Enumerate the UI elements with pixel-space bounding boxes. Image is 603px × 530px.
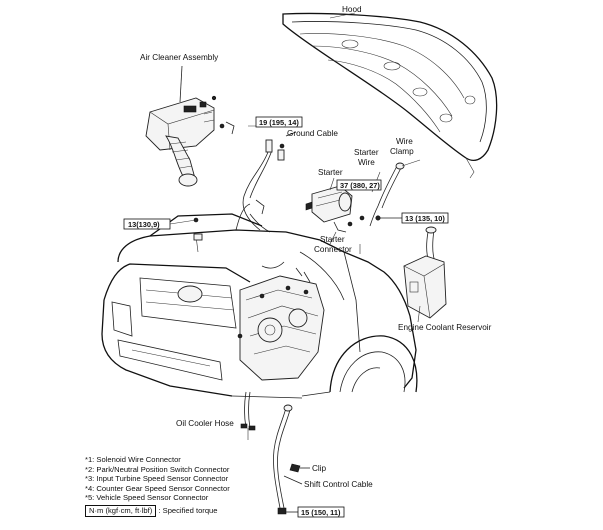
torque-box-air-cleaner: 13(130,9): [123, 218, 171, 230]
engine-drawing: [237, 261, 325, 381]
starter-drawing: [305, 185, 365, 233]
air-cleaner-label: Air Cleaner Assembly: [140, 53, 219, 62]
shift-control-cable-label: Shift Control Cable: [304, 480, 373, 489]
starter-wire-label-2: Wire: [358, 158, 375, 167]
torque-box-ground: 19 (195, 14): [255, 116, 303, 128]
oil-cooler-hose-drawing: [240, 391, 256, 440]
torque-value: 37 (380, 27): [340, 181, 380, 190]
torque-box-shift-cable: 15 (150, 11): [297, 506, 345, 518]
starter-wire-drawing: [369, 162, 405, 227]
starter-connector-label-2: Connector: [314, 245, 352, 254]
air-cleaner-drawing: [145, 65, 235, 187]
torque-box-starter: 37 (380, 27): [336, 179, 382, 191]
engine-coolant-reservoir-drawing: [403, 226, 447, 319]
starter-connector-label-1: Starter: [320, 235, 345, 244]
connector-notes: *1: Solenoid Wire Connector *2: Park/Neu…: [85, 455, 230, 503]
oil-cooler-hose-label: Oil Cooler Hose: [176, 419, 234, 428]
note-item: *1: Solenoid Wire Connector: [85, 455, 181, 464]
note-item: *3: Input Turbine Speed Sensor Connector: [85, 474, 229, 484]
torque-legend-desc: : Specified torque: [158, 506, 218, 515]
ground-cable-drawing: [242, 131, 297, 233]
starter-wire-label-1: Starter: [354, 148, 379, 157]
torque-value: 15 (150, 11): [301, 508, 341, 517]
shift-control-cable-drawing: [273, 404, 310, 515]
torque-legend: N·m (kgf·cm, ft·lbf) : Specified torque: [85, 505, 218, 517]
torque-value: 13(130,9): [128, 220, 160, 229]
torque-unit-box: N·m (kgf·cm, ft·lbf): [85, 505, 157, 517]
engine-coolant-reservoir-label: Engine Coolant Reservoir: [398, 323, 492, 332]
note-item: *5: Vehicle Speed Sensor Connector: [85, 493, 209, 503]
clip-label: Clip: [312, 464, 327, 473]
wire-clamp-label-1: Wire: [396, 137, 413, 146]
wire-clamp-label-2: Clamp: [390, 147, 414, 156]
note-item: *4: Counter Gear Speed Sensor Connector: [85, 483, 230, 493]
torque-value: 13 (135, 10): [405, 214, 445, 223]
note-item: *2: Park/Neutral Position Switch Connect…: [85, 464, 230, 474]
torque-box-wire-clamp: 13 (135, 10): [401, 212, 449, 224]
hood-drawing: [282, 12, 498, 179]
hood-label: Hood: [342, 5, 362, 14]
torque-value: 19 (195, 14): [259, 118, 299, 127]
starter-label: Starter: [318, 168, 343, 177]
ground-cable-label: Ground Cable: [287, 129, 338, 138]
